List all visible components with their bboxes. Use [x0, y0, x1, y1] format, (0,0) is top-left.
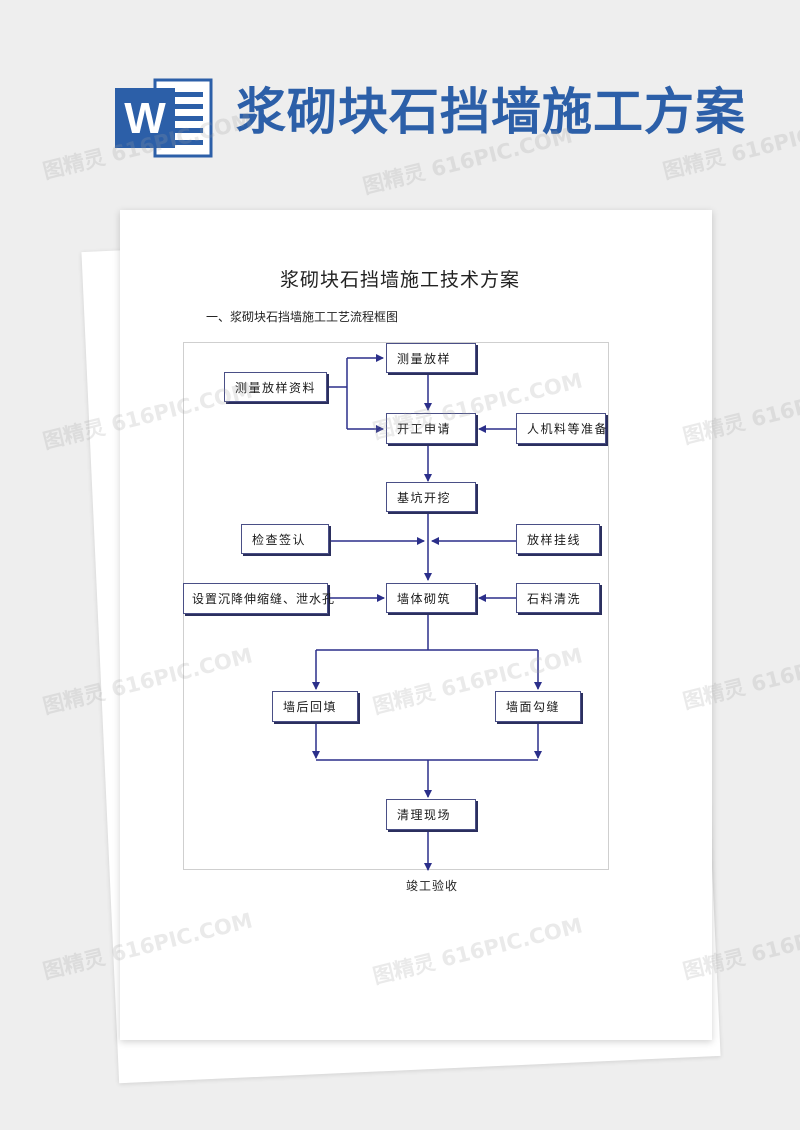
step-start-request: 开工申请 — [386, 413, 476, 444]
step-inspection: 检查签认 — [241, 524, 329, 554]
step-masonry: 墙体砌筑 — [386, 583, 476, 613]
banner-title: 浆砌块石挡墙施工方案 — [236, 83, 746, 141]
step-survey-data: 测量放样资料 — [224, 372, 327, 402]
step-survey: 测量放样 — [386, 343, 476, 373]
section-heading: 一、浆砌块石挡墙施工工艺流程框图 — [206, 310, 399, 324]
step-stone-wash: 石料清洗 — [516, 583, 600, 613]
step-acceptance: 竣工验收 — [406, 879, 459, 893]
step-pointing: 墙面勾缝 — [495, 691, 581, 722]
step-backfill: 墙后回填 — [272, 691, 358, 722]
step-excavation: 基坑开挖 — [386, 482, 476, 512]
document-title: 浆砌块石挡墙施工技术方案 — [279, 269, 520, 291]
step-line-setting: 放样挂线 — [516, 524, 600, 554]
step-joints: 设置沉降伸缩缝、泄水孔 — [183, 583, 334, 614]
step-cleanup: 清理现场 — [386, 799, 476, 830]
step-preparation: 人机料等准备 — [516, 413, 607, 444]
word-logo-letter: W — [124, 94, 166, 143]
word-logo-icon: W — [115, 78, 213, 158]
